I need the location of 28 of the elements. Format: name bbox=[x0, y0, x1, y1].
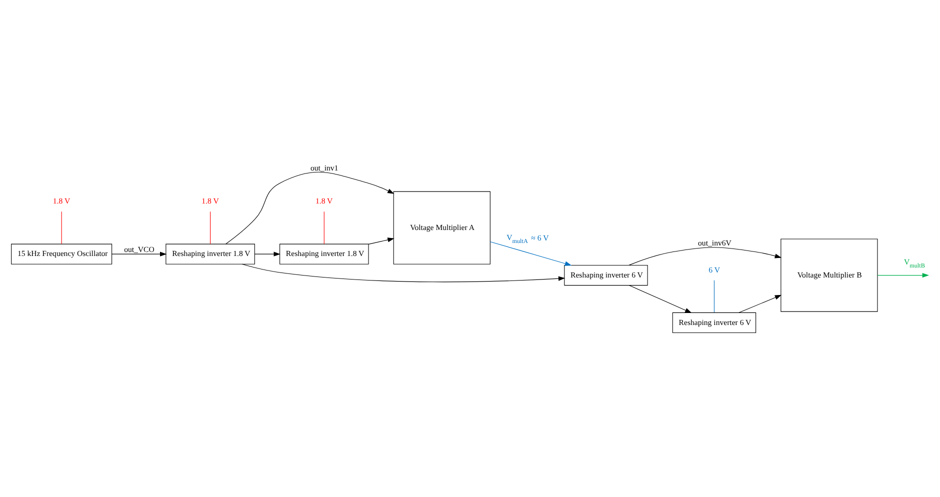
node-box: Reshaping inverter 1.8 V bbox=[166, 244, 255, 264]
connector bbox=[210, 211, 211, 244]
edge-label: V$_{multA}$ ≈ 6 V bbox=[506, 232, 549, 245]
arrow bbox=[368, 238, 394, 244]
node-text: 1.8 V bbox=[202, 196, 219, 206]
node-box: Reshaping inverter 1.8 V bbox=[280, 244, 369, 264]
arrow bbox=[490, 241, 572, 266]
node-text: 6 V bbox=[708, 265, 720, 274]
node-box: Reshaping inverter 6 V bbox=[672, 312, 756, 334]
node-text: 1.8 V bbox=[52, 196, 70, 206]
connector bbox=[61, 211, 62, 244]
node-text: 1.8 V bbox=[315, 196, 333, 206]
edge-label: V$_{multB}$ bbox=[904, 257, 925, 270]
edge-label: out_VCO bbox=[124, 244, 154, 254]
node-box: Voltage Multiplier A bbox=[393, 191, 490, 264]
arrow bbox=[738, 294, 782, 313]
arrow bbox=[877, 272, 930, 278]
node-box: 15 kHz Frequency Oscillator bbox=[11, 244, 112, 264]
arrow bbox=[254, 252, 280, 256]
node-box: Voltage Multiplier B bbox=[780, 238, 878, 312]
edge-label: out_inv1 bbox=[310, 163, 338, 172]
arrow bbox=[112, 252, 167, 256]
arrow bbox=[242, 264, 566, 282]
arrow bbox=[226, 172, 394, 244]
edge-label: out_inv6V bbox=[698, 238, 732, 248]
node-box: Reshaping inverter 6 V bbox=[564, 264, 648, 286]
arrow bbox=[628, 285, 692, 314]
arrow bbox=[628, 247, 782, 266]
